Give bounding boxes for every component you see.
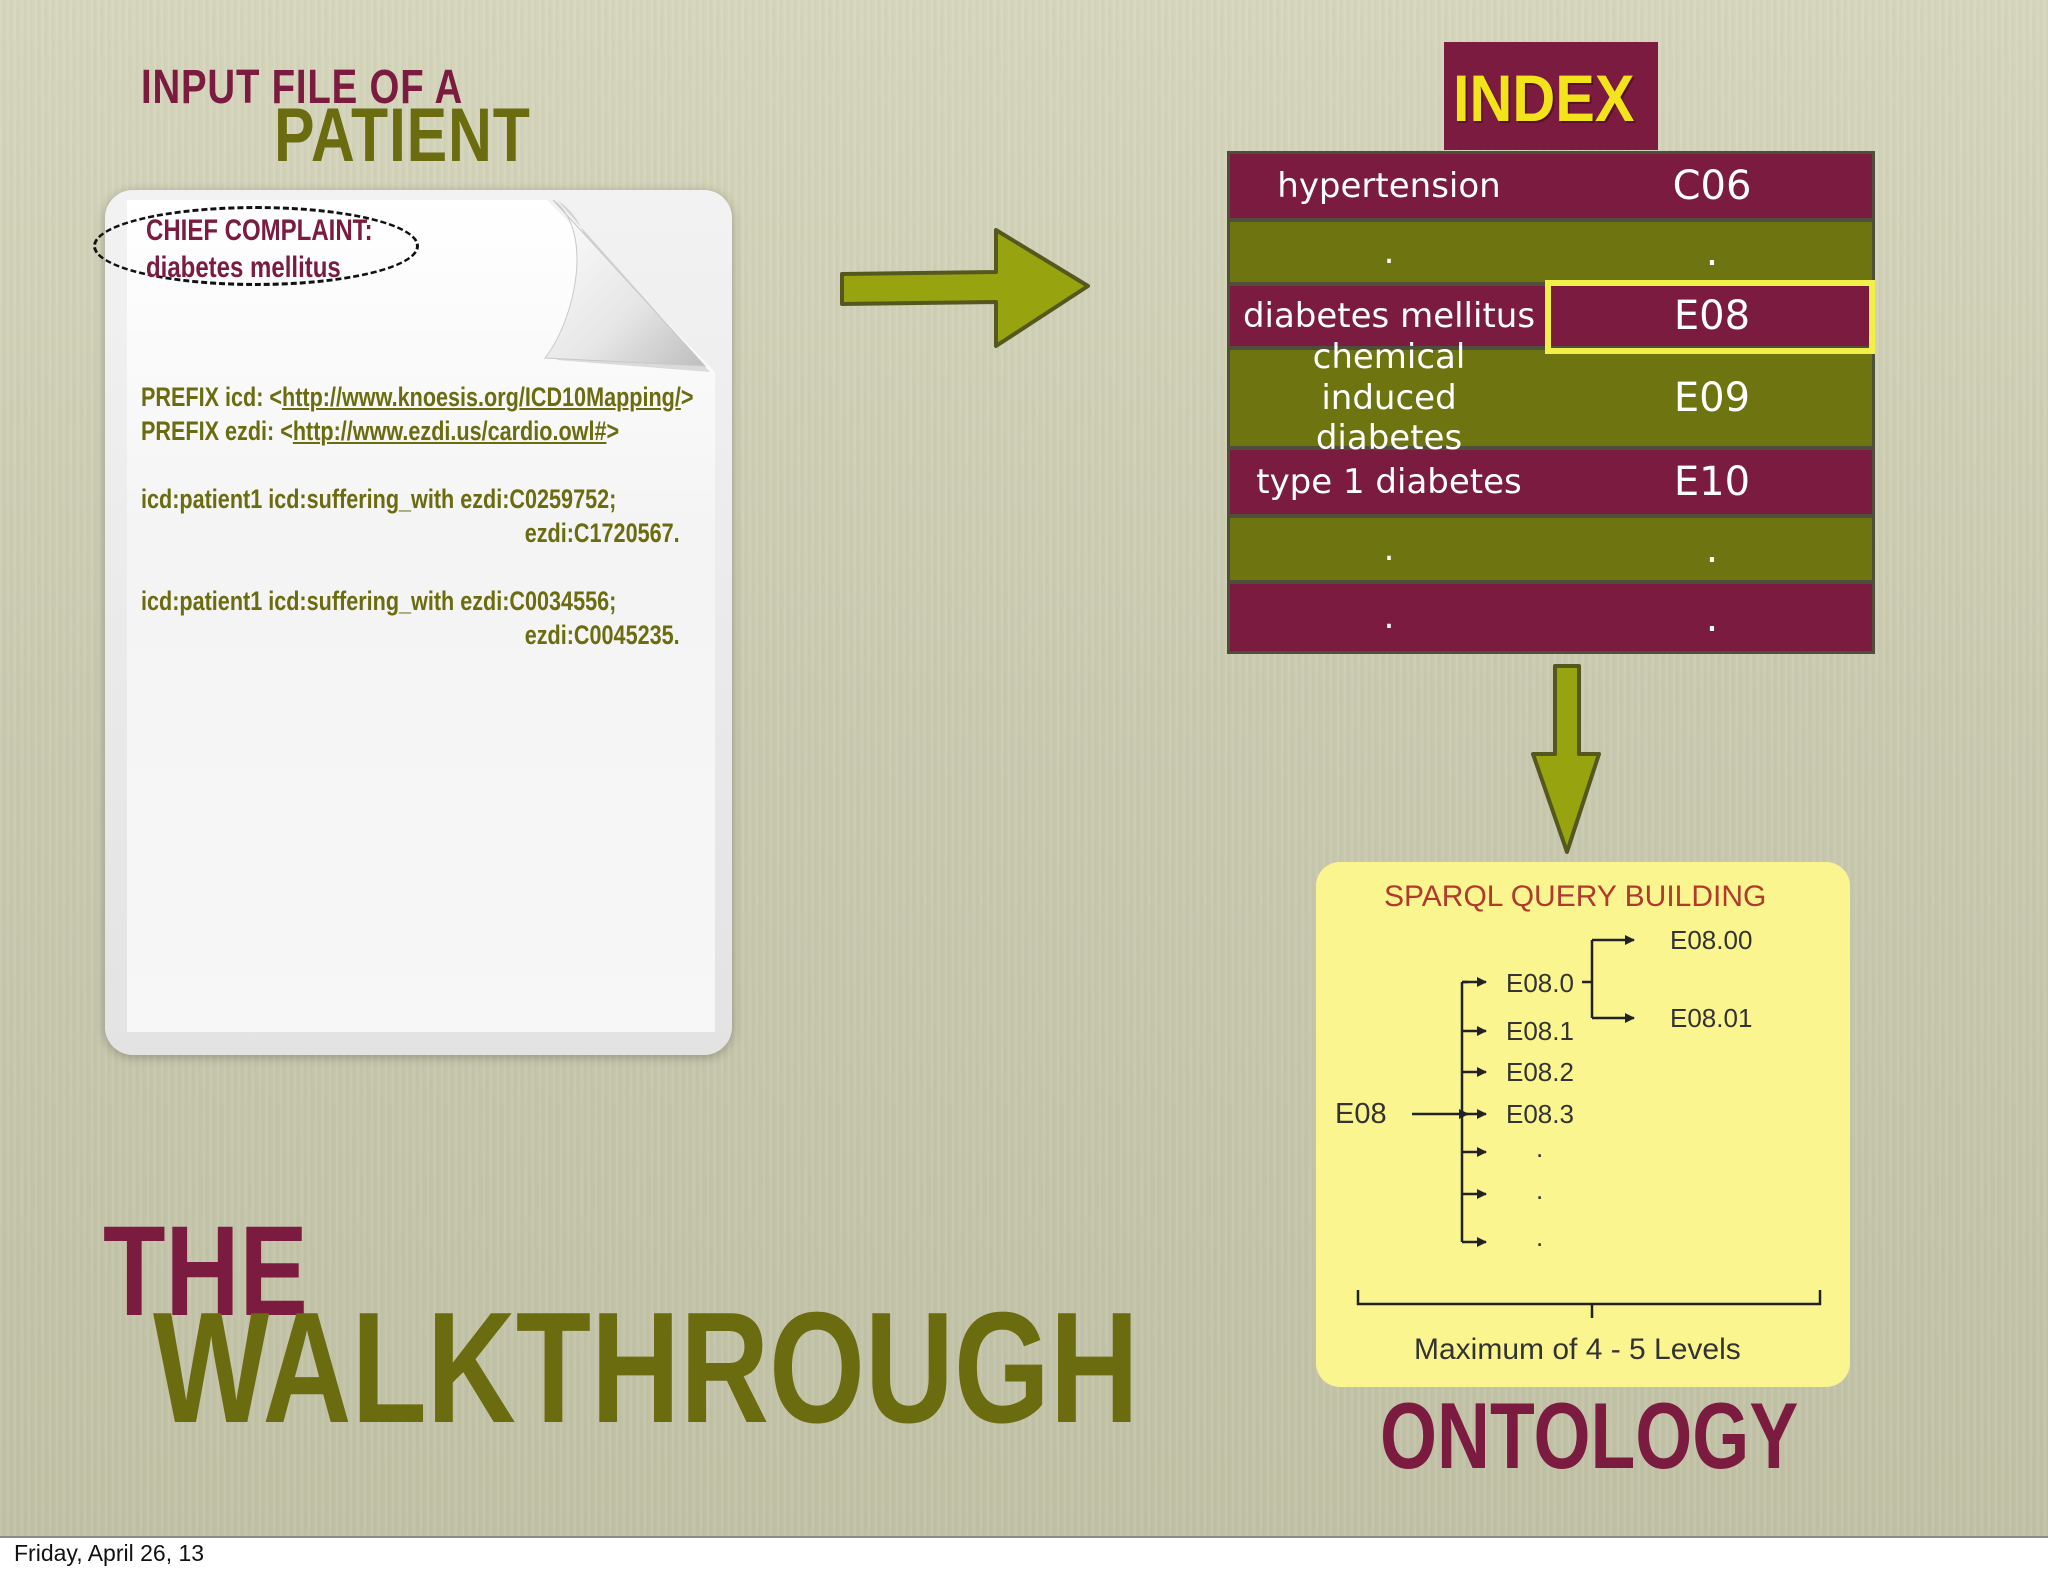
ontology-heading: ONTOLOGY [1380,1383,1799,1488]
prefix-ezdi-link[interactable]: http://www.ezdi.us/cardio.owl# [292,416,607,446]
table-row: hypertension C06 [1230,154,1872,218]
ontology-child: . [1536,1133,1544,1163]
ontology-child: E08.0 [1506,968,1574,998]
footer-bar [0,1536,2048,1576]
input-file-heading: INPUT FILE OF A [141,61,464,114]
prefix-ezdi-close: > [606,416,620,446]
patient-heading: PATIENT [274,93,531,178]
table-row: chemical induced diabetes E09 [1230,337,1872,458]
index-term: . [1230,222,1548,282]
ontology-grandchild: E08.01 [1670,1003,1753,1033]
index-code: E08 [1552,286,1872,346]
index-table: hypertension C06 . . diabetes mellitus E… [1227,151,1875,654]
triple1-line2: ezdi:C1720567. [525,518,680,548]
index-code: E09 [1552,350,1872,446]
index-code: . [1552,222,1872,282]
right-arrow-icon [840,228,1090,348]
index-term: . [1230,584,1548,651]
chief-complaint-label: CHIEF COMPLAINT: [146,214,373,247]
sparql-query-box [1316,862,1850,1387]
prefix-ezdi-text: PREFIX ezdi: < [141,416,293,446]
chief-complaint-value: diabetes mellitus [146,251,341,284]
ontology-grandchild: E08.00 [1670,925,1753,955]
page-curl-icon [544,199,710,372]
table-row: . . [1230,584,1872,651]
title-line-walkthrough: WALKTHROUGH [153,1280,1139,1456]
ontology-child: E08.2 [1506,1057,1574,1087]
index-code: C06 [1552,154,1872,218]
prefix-icd-link[interactable]: http://www.knoesis.org/ICD10Mapping/ [282,382,681,412]
index-term: chemical induced diabetes [1230,337,1548,458]
ontology-caption: Maximum of 4 - 5 Levels [1414,1333,1741,1366]
slide-background: INPUT FILE OF A PATIENT CHIEF COMPLAINT:… [0,0,2048,1536]
index-label: INDEX [1453,61,1635,135]
title-line-the: THE [103,1200,308,1343]
table-row: type 1 diabetes E10 [1230,450,1872,514]
index-term: diabetes mellitus [1230,286,1548,346]
ontology-child: . [1536,1222,1544,1252]
prefix-icd-text: PREFIX icd: < [141,382,283,412]
index-term: . [1230,518,1548,580]
table-row: . . [1230,518,1872,580]
prefix-icd-close: > [680,382,694,412]
ontology-root: E08 [1335,1098,1387,1130]
prefix-icd-line: PREFIX icd: <http://www.knoesis.org/ICD1… [141,382,693,413]
triple1-line1: icd:patient1 icd:suffering_with ezdi:C02… [141,484,617,514]
selected-code-highlight [1545,280,1875,354]
index-label-box [1444,42,1658,150]
index-term: hypertension [1230,154,1548,218]
table-row: diabetes mellitus E08 [1230,286,1872,346]
footer-date: Friday, April 26, 13 [14,1540,205,1566]
index-code: . [1552,584,1872,651]
ontology-child: E08.1 [1506,1016,1574,1046]
ontology-child: . [1536,1175,1544,1205]
ontology-child: E08.3 [1506,1099,1574,1129]
sparql-query-title: SPARQL QUERY BUILDING [1384,880,1767,913]
index-code: E10 [1552,450,1872,514]
table-row: . . [1230,222,1872,282]
down-arrow-icon [1531,664,1601,854]
triple2-line1: icd:patient1 icd:suffering_with ezdi:C00… [141,586,617,616]
prefix-ezdi-line: PREFIX ezdi: <http://www.ezdi.us/cardio.… [141,416,619,447]
ontology-tree-lines [1356,935,1822,1318]
index-code: . [1552,518,1872,580]
index-term: type 1 diabetes [1230,450,1548,514]
triple2-line2: ezdi:C0045235. [525,620,680,650]
chief-complaint-highlight [93,206,419,286]
patient-document [105,190,732,1055]
